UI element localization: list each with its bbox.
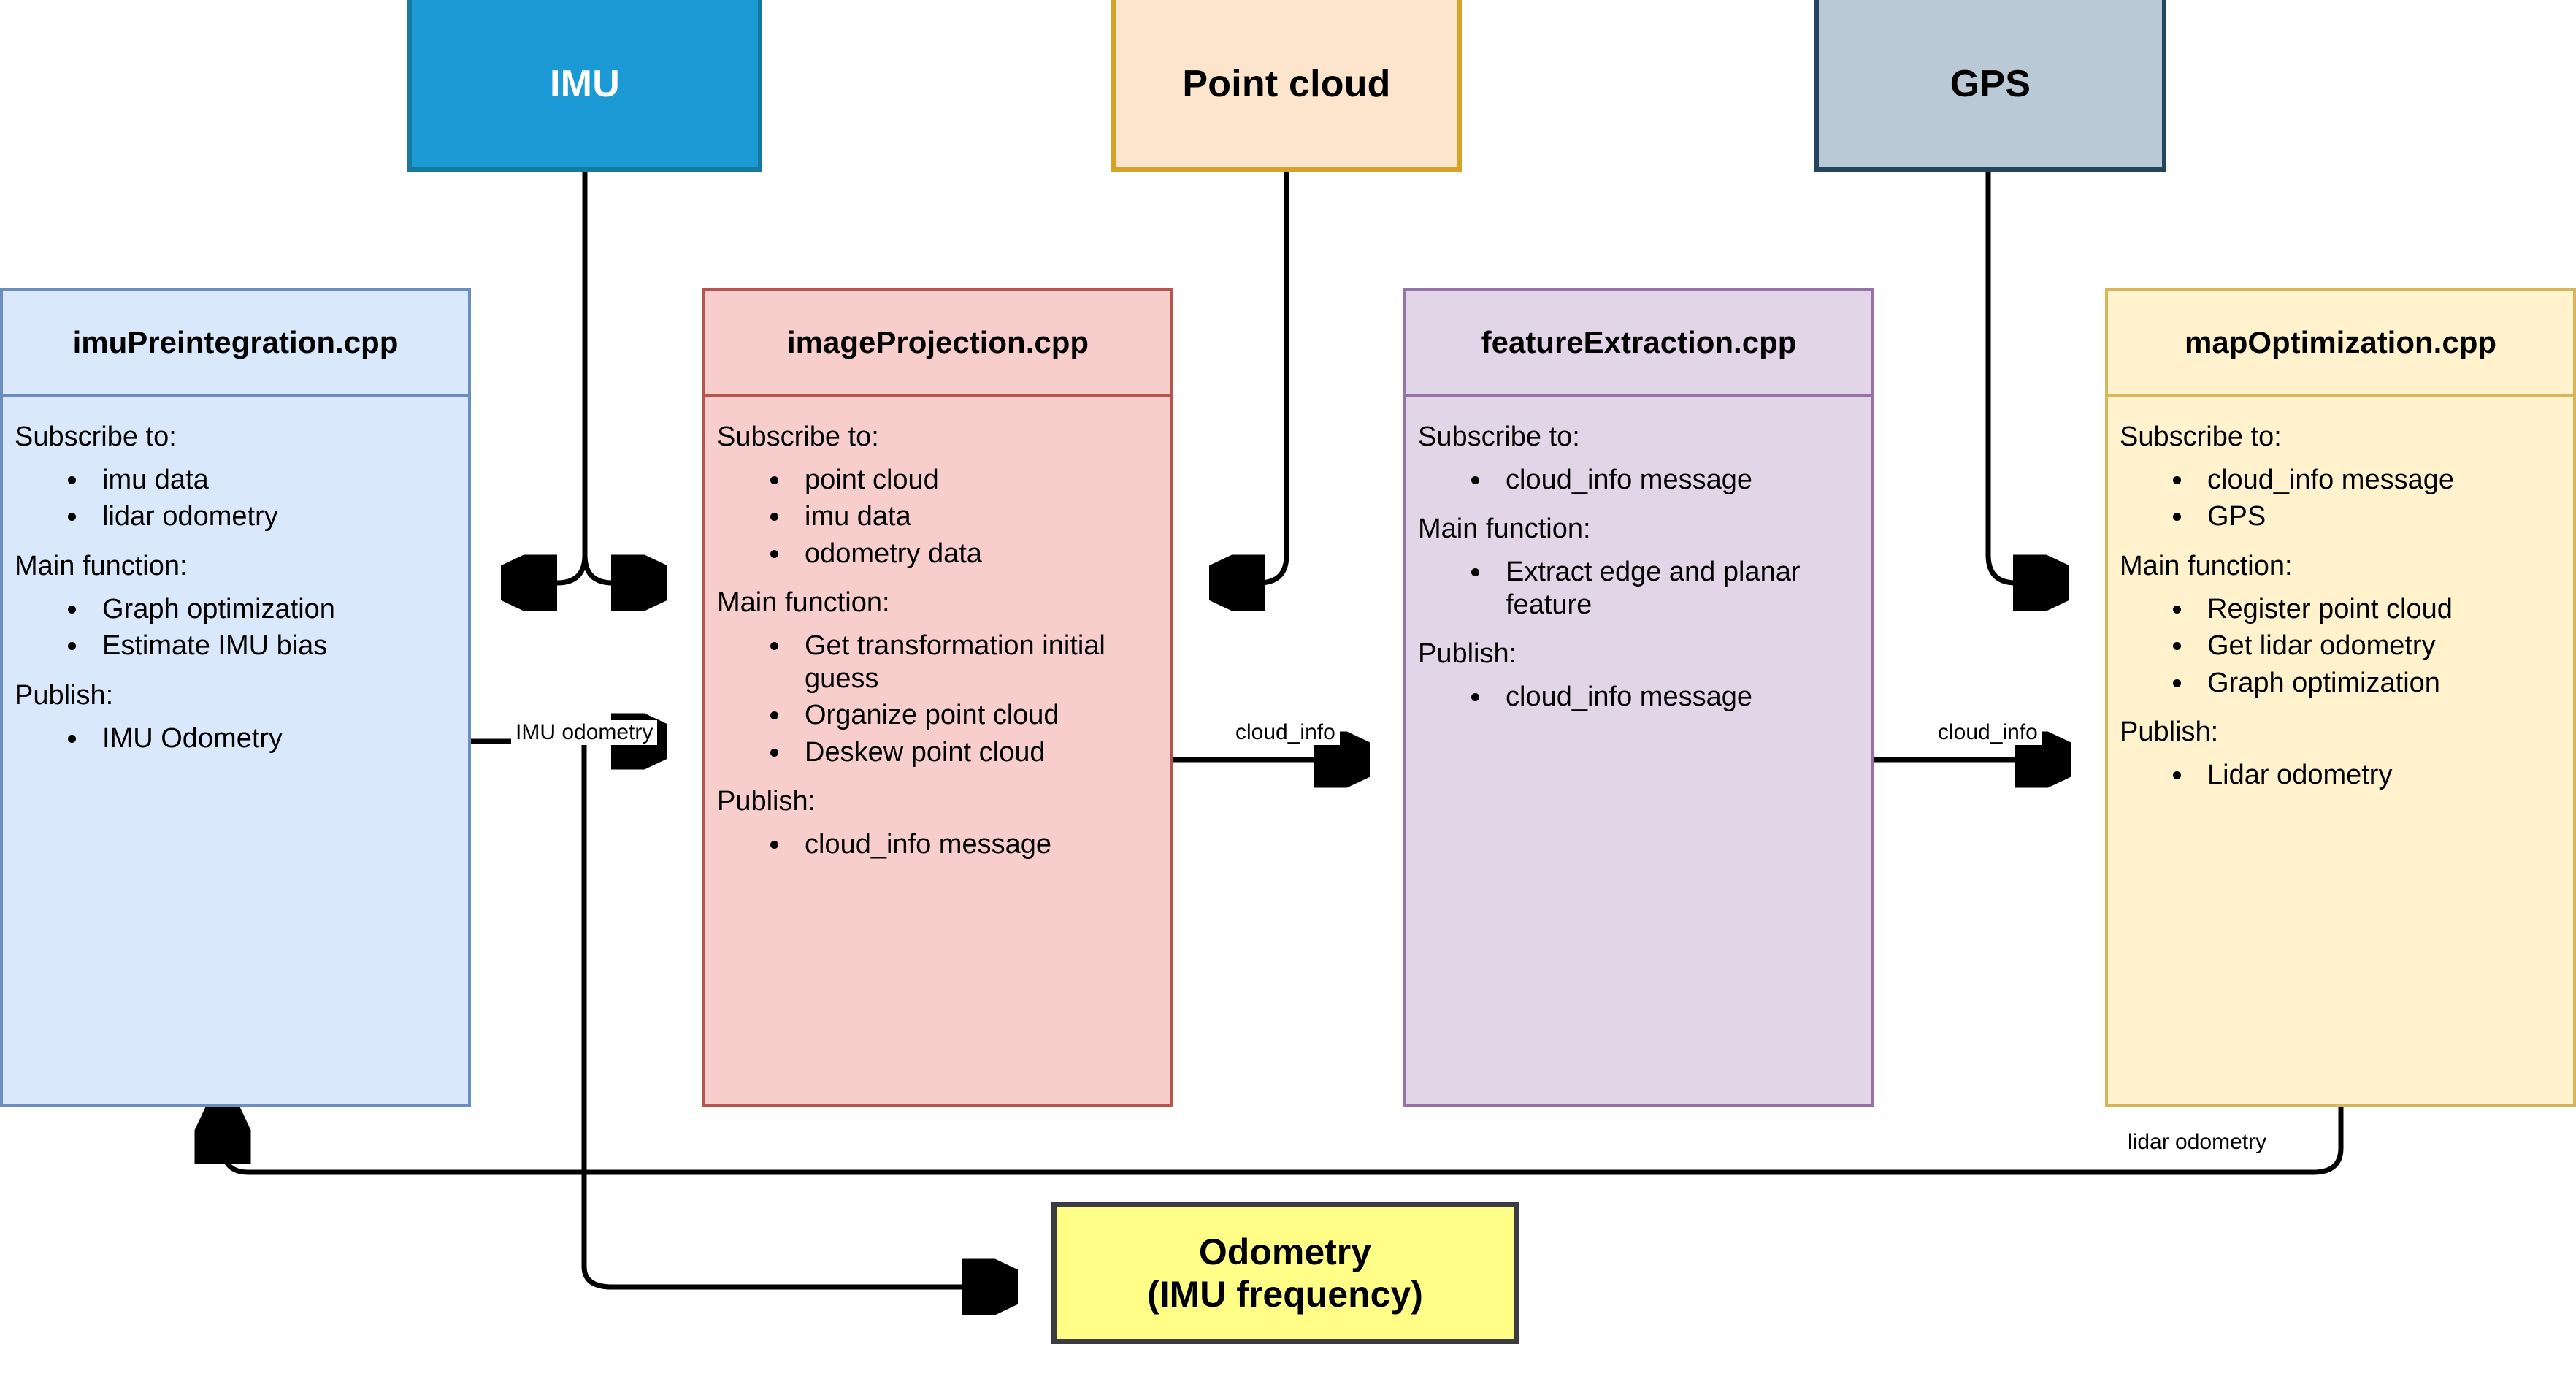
- list-item: Deskew point cloud: [791, 736, 1170, 768]
- list-item: imu data: [791, 500, 1170, 532]
- subscribe-label: Subscribe to:: [2120, 421, 2282, 452]
- module-card-imu-preintegration: imuPreintegration.cpp Subscribe to: imu …: [0, 288, 471, 1107]
- main-function-label: Main function:: [2120, 550, 2293, 581]
- publish-list: Lidar odometry: [2108, 759, 2573, 791]
- subscribe-list: imu data lidar odometry: [3, 464, 468, 533]
- output-box-odometry-line1: Odometry: [1198, 1231, 1372, 1272]
- list-item: Organize point cloud: [791, 699, 1170, 731]
- list-item: Get transformation initial guess: [791, 630, 1170, 695]
- output-box-odometry-line2: (IMU frequency): [1147, 1273, 1423, 1315]
- module-card-feature-extraction: featureExtraction.cpp Subscribe to: clou…: [1403, 288, 1874, 1107]
- edge-gps-to-mapopt: [1985, 172, 2059, 583]
- publish-list: cloud_info message: [705, 828, 1170, 860]
- module-body-image-projection: Subscribe to: point cloud imu data odome…: [705, 397, 1170, 1104]
- list-item: GPS: [2194, 500, 2573, 532]
- publish-label: Publish:: [2120, 717, 2219, 748]
- module-title-image-projection: imageProjection.cpp: [705, 291, 1170, 397]
- main-function-list: Register point cloud Get lidar odometry …: [2108, 593, 2573, 699]
- publish-label: Publish:: [1418, 638, 1517, 670]
- edge-label-lidar-odometry: lidar odometry: [2123, 1130, 2272, 1155]
- publish-list: cloud_info message: [1406, 681, 1871, 713]
- source-box-point-cloud-label: Point cloud: [1182, 62, 1391, 105]
- list-item: Graph optimization: [2194, 667, 2573, 699]
- list-item: cloud_info message: [1492, 681, 1871, 713]
- source-box-imu-label: IMU: [550, 62, 620, 105]
- subscribe-label: Subscribe to:: [15, 421, 177, 452]
- list-item: cloud_info message: [791, 828, 1170, 860]
- publish-list: IMU Odometry: [3, 722, 468, 755]
- module-body-feature-extraction: Subscribe to: cloud_info message Main fu…: [1406, 397, 1871, 1104]
- module-title-imu-preintegration: imuPreintegration.cpp: [3, 291, 468, 397]
- edge-label-cloud-info-1: cloud_info: [1231, 720, 1340, 745]
- list-item: cloud_info message: [2194, 464, 2573, 496]
- source-box-point-cloud: Point cloud: [1111, 0, 1462, 172]
- output-box-odometry: Odometry (IMU frequency): [1051, 1202, 1519, 1344]
- list-item: Extract edge and planar feature: [1492, 556, 1871, 621]
- publish-label: Publish:: [717, 786, 816, 817]
- list-item: Estimate IMU bias: [89, 630, 468, 662]
- list-item: odometry data: [791, 538, 1170, 570]
- module-body-map-optimization: Subscribe to: cloud_info message GPS Mai…: [2108, 397, 2573, 1104]
- subscribe-label: Subscribe to:: [1418, 421, 1580, 452]
- module-body-imu-preintegration: Subscribe to: imu data lidar odometry Ma…: [3, 397, 468, 1104]
- subscribe-list: point cloud imu data odometry data: [705, 464, 1170, 570]
- list-item: Lidar odometry: [2194, 759, 2573, 791]
- edge-label-cloud-info-2: cloud_info: [1933, 720, 2042, 745]
- source-box-gps: GPS: [1814, 0, 2166, 172]
- list-item: Register point cloud: [2194, 593, 2573, 625]
- module-title-map-optimization: mapOptimization.cpp: [2108, 291, 2573, 397]
- module-title-feature-extraction: featureExtraction.cpp: [1406, 291, 1871, 397]
- main-function-list: Extract edge and planar feature: [1406, 556, 1871, 621]
- subscribe-list: cloud_info message GPS: [2108, 464, 2573, 533]
- main-function-label: Main function:: [15, 550, 188, 581]
- list-item: IMU Odometry: [89, 722, 468, 755]
- edge-label-imu-odometry: IMU odometry: [511, 720, 658, 745]
- main-function-list: Graph optimization Estimate IMU bias: [3, 593, 468, 662]
- main-function-label: Main function:: [717, 587, 890, 619]
- list-item: lidar odometry: [89, 500, 468, 532]
- source-box-gps-label: GPS: [1950, 62, 2031, 105]
- list-item: Graph optimization: [89, 593, 468, 625]
- publish-label: Publish:: [15, 679, 114, 711]
- subscribe-list: cloud_info message: [1406, 464, 1871, 496]
- edge-imu-to-imgproj: [582, 172, 657, 583]
- main-function-list: Get transformation initial guess Organiz…: [705, 630, 1170, 768]
- list-item: cloud_info message: [1492, 464, 1871, 496]
- subscribe-label: Subscribe to:: [717, 421, 879, 452]
- main-function-label: Main function:: [1418, 513, 1591, 545]
- edge-pointcloud-to-imgproj: [1219, 172, 1289, 583]
- source-box-imu: IMU: [407, 0, 762, 172]
- list-item: Get lidar odometry: [2194, 630, 2573, 662]
- edge-imu-split: [511, 172, 588, 583]
- list-item: imu data: [89, 464, 468, 496]
- module-card-image-projection: imageProjection.cpp Subscribe to: point …: [702, 288, 1173, 1107]
- module-card-map-optimization: mapOptimization.cpp Subscribe to: cloud_…: [2105, 288, 2576, 1107]
- list-item: point cloud: [791, 464, 1170, 496]
- edge-lidar-odometry-feedback: [223, 1107, 2344, 1175]
